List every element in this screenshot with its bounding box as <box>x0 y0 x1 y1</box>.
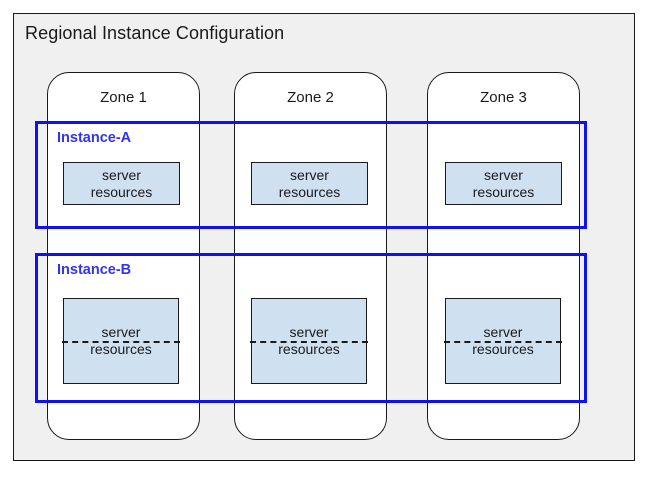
resource-line-2: resources <box>278 341 340 357</box>
resource-line-2: resources <box>278 183 341 200</box>
zone-card-zone-1[interactable]: Zone 1 <box>47 72 200 440</box>
dashed-divider-icon <box>444 341 562 343</box>
dashed-divider-icon <box>62 341 180 343</box>
page-title: Regional Instance Configuration <box>25 23 285 43</box>
server-resources-box[interactable]: server resources <box>445 162 562 205</box>
resource-line-2: resources <box>90 341 152 357</box>
resource-line-1: server <box>484 166 523 183</box>
server-resources-box[interactable]: server resources <box>444 298 562 384</box>
resource-line-1: server <box>101 324 141 340</box>
zone-card-zone-2[interactable]: Zone 2 <box>234 72 387 440</box>
server-resources-box[interactable]: server resources <box>250 298 368 384</box>
zone-card-zone-3[interactable]: Zone 3 <box>427 72 580 440</box>
zone-title: Zone 2 <box>287 89 334 106</box>
server-resources-box[interactable]: server resources <box>251 162 368 205</box>
instance-label-instance-a: Instance-A <box>57 130 132 146</box>
dashed-divider-icon <box>250 341 368 343</box>
server-resources-box[interactable]: server resources <box>62 298 180 384</box>
zone-title: Zone 3 <box>480 89 527 106</box>
resource-line-2: resources <box>90 183 153 200</box>
resource-line-1: server <box>290 166 329 183</box>
resource-line-1: server <box>289 324 329 340</box>
server-resources-box[interactable]: server resources <box>63 162 180 205</box>
instance-label-instance-b: Instance-B <box>57 262 132 278</box>
resource-line-2: resources <box>472 341 534 357</box>
zone-title: Zone 1 <box>100 89 147 106</box>
resource-line-1: server <box>483 324 523 340</box>
resource-line-2: resources <box>472 183 535 200</box>
resource-line-1: server <box>102 166 141 183</box>
